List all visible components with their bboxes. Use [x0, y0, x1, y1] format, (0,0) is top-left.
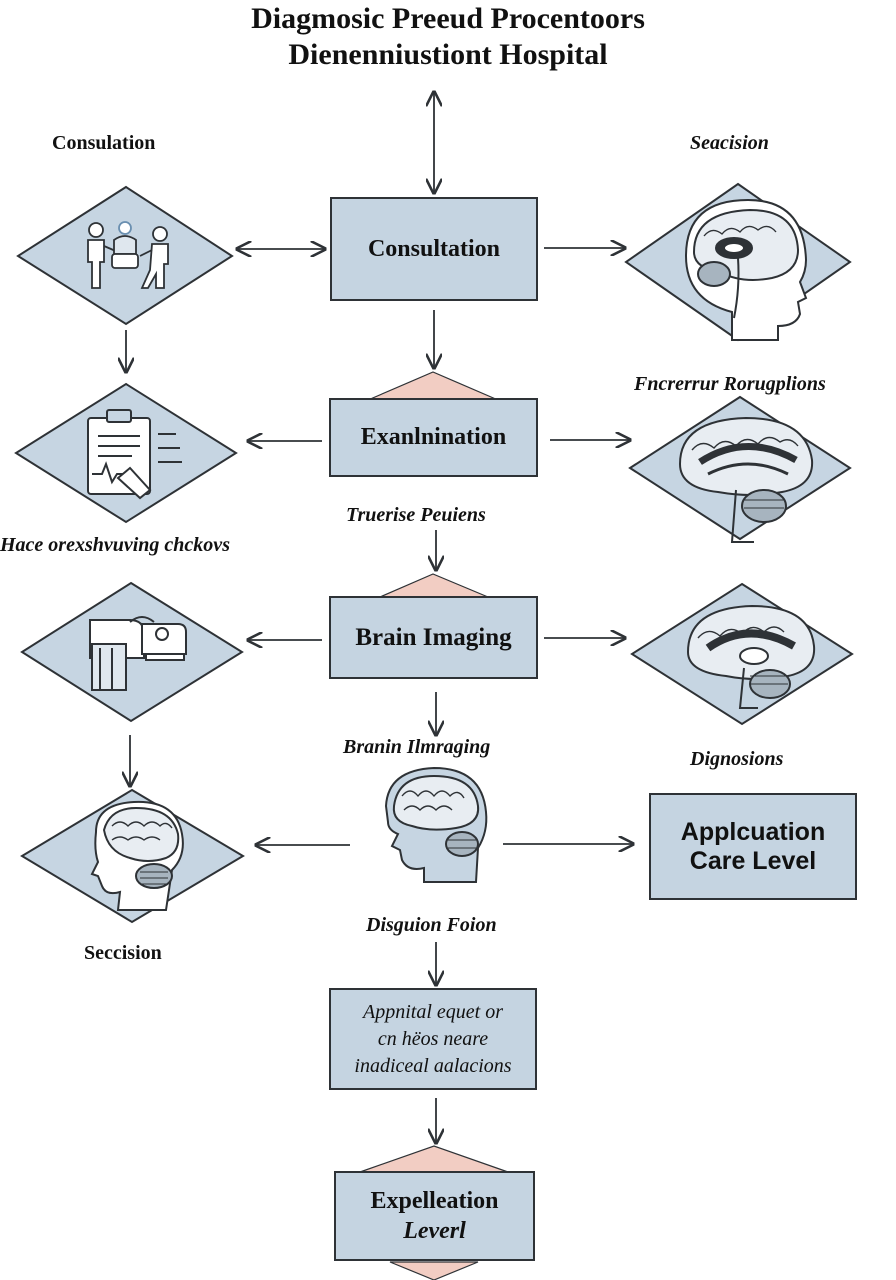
- box-examination-rect: [329, 398, 538, 477]
- box-final: Expelleation Leverl: [335, 1172, 534, 1260]
- label-left-mid: Hace orexshvuving chckovs: [0, 534, 230, 556]
- box-brain-imaging: Brain Imaging: [330, 597, 537, 678]
- brain-head-icon: [684, 198, 808, 341]
- box-brain-imaging-label: Brain Imaging: [355, 623, 512, 651]
- box-examination-label: Exanlnination: [360, 424, 507, 450]
- label-center-lower: Disguion Foion: [366, 914, 497, 936]
- clipboard-icon: [87, 409, 182, 500]
- people-consultation-icon: [87, 221, 169, 289]
- box-care-level-rect: [649, 793, 857, 900]
- box-appraisal-line-3: inadiceal aalacions: [354, 1054, 512, 1077]
- box-imaging-rect: [329, 596, 538, 679]
- label-top-left: Consulation: [52, 132, 156, 154]
- label-bottom-left: Seccision: [84, 942, 162, 964]
- final-accent-bottom: [389, 1261, 479, 1280]
- box-appraisal-line-1: Appnital equet or: [363, 1000, 503, 1023]
- imaging-accent-triangle: [379, 573, 489, 598]
- label-brain-imaging-caption: Branin Ilmraging: [343, 736, 491, 758]
- label-top-right: Seacision: [690, 132, 769, 154]
- box-final-line-2: Leverl: [403, 1218, 466, 1244]
- box-care-level: Applcuation Care Level: [650, 794, 856, 899]
- page-title-line-1: Diagmosic Preeud Procentoors: [251, 2, 645, 35]
- box-consultation: Consultation: [331, 198, 537, 300]
- box-examination: Exanlnination: [330, 399, 537, 476]
- label-right-lower: Dignosions: [690, 748, 784, 770]
- box-care-level-line-1: Applcuation: [680, 817, 826, 846]
- box-appraisal: Appnital equet or cn hёos neare inadicea…: [330, 989, 536, 1089]
- box-consultation-label: Consultation: [367, 235, 501, 262]
- mri-scanner-icon: [89, 616, 187, 691]
- box-final-rect: [334, 1171, 535, 1261]
- box-consultation-rect: [330, 197, 538, 301]
- page-title-line-2: Dienenniustiont Hospital: [288, 38, 608, 71]
- exam-accent-triangle: [367, 371, 499, 401]
- box-appraisal-rect: [329, 988, 537, 1090]
- box-care-level-line-2: Care Level: [689, 846, 817, 875]
- final-accent-triangle: [359, 1145, 509, 1173]
- brain-center-head-icon: [384, 766, 488, 883]
- label-right-mid: Fncrerrur Rorugplions: [634, 373, 826, 395]
- box-appraisal-line-2: cn hёos neare: [377, 1027, 489, 1050]
- brain-sagittal-icon: [686, 604, 816, 709]
- label-center-mid: Truerise Peuiens: [346, 504, 486, 526]
- box-final-line-1: Expelleation: [370, 1188, 499, 1214]
- brain-section-icon: [678, 416, 814, 543]
- head-profile-brain-icon: [90, 800, 184, 911]
